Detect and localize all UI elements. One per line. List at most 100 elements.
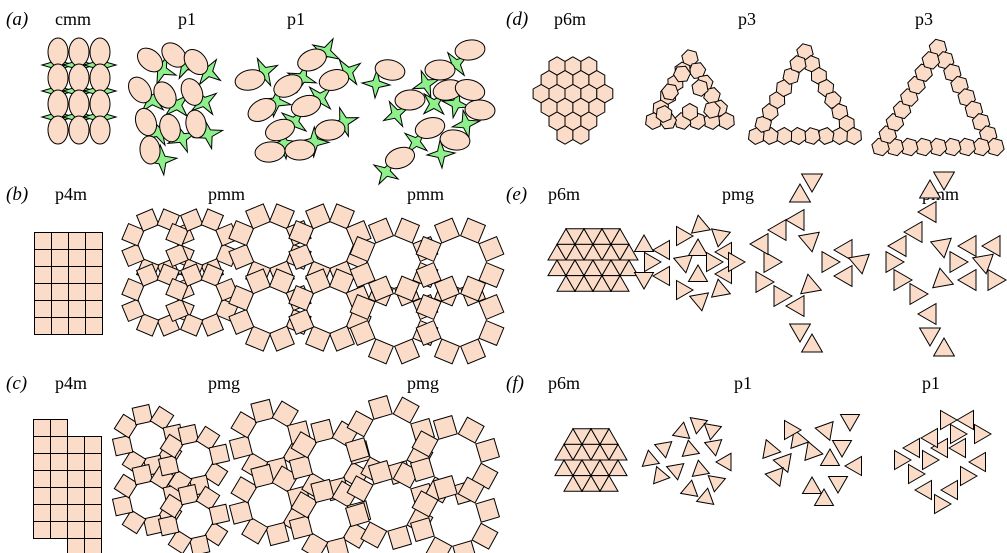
square-tile — [121, 509, 147, 535]
triangle-tile — [599, 474, 619, 492]
triangle-tile — [885, 250, 905, 274]
tiling-b-pmm-second — [228, 203, 372, 352]
square-tile — [34, 283, 52, 301]
square-tile — [113, 413, 139, 439]
triangle-tile — [788, 183, 812, 203]
square-tile — [200, 208, 225, 232]
rounded-tile — [47, 89, 69, 119]
square-tile — [367, 217, 395, 244]
square-tile — [268, 203, 295, 230]
group-label-e-2: pmg — [722, 184, 754, 204]
hexagon-tile — [655, 105, 673, 123]
triangle-tile — [728, 251, 747, 273]
panel-label-c: (c) — [6, 373, 27, 394]
triangle-tile — [713, 241, 732, 263]
square-tile — [33, 470, 51, 488]
square-tile — [271, 400, 299, 428]
square-tile — [34, 232, 52, 250]
triangle-tile — [800, 333, 824, 353]
tiling-d-p3-third — [871, 38, 1005, 157]
group-label-d-3: p3 — [915, 9, 933, 29]
triangle-tile — [833, 264, 853, 288]
square-tile — [149, 405, 175, 431]
square-tile — [51, 232, 69, 250]
triangle-tile — [691, 459, 711, 478]
panel-label-f: (f) — [506, 373, 524, 394]
square-tile — [67, 487, 85, 505]
square-tile — [67, 538, 85, 553]
group-label-b-2: pmm — [208, 184, 245, 204]
rounded-tile — [89, 89, 111, 119]
triangle-tile — [932, 267, 955, 289]
square-tile — [50, 470, 68, 488]
triangle-tile — [610, 274, 630, 292]
square-tile — [165, 222, 189, 247]
square-tile — [84, 436, 102, 454]
rounded-tile — [464, 99, 496, 121]
triangle-tile — [706, 251, 725, 273]
rounded-tile — [185, 109, 207, 139]
square-tile — [33, 521, 51, 539]
triangle-tile — [665, 462, 685, 481]
square-tile — [50, 453, 68, 471]
group-label-a-3: p1 — [287, 9, 305, 29]
group-label-e-1: p6m — [548, 184, 580, 204]
triangle-tile — [772, 452, 792, 474]
triangle-tile — [773, 284, 793, 308]
square-tile — [33, 436, 51, 454]
square-tile — [200, 313, 225, 337]
rounded-tile — [68, 63, 90, 93]
triangle-tile — [932, 337, 956, 357]
rounded-tile — [47, 37, 69, 67]
square-tile — [68, 300, 86, 318]
square-tile — [34, 249, 52, 267]
square-tile — [50, 504, 68, 522]
square-tile — [288, 515, 314, 540]
group-label-a-2: p1 — [178, 9, 196, 29]
triangle-tile — [929, 237, 952, 259]
tiling-b-pmm-first — [121, 208, 239, 337]
triangle-tile — [831, 440, 853, 459]
hexagon-tile — [556, 125, 574, 145]
square-tile — [415, 319, 442, 347]
square-tile — [432, 414, 458, 440]
square-tile — [84, 487, 102, 505]
square-tile — [328, 203, 355, 230]
rounded-tile — [374, 59, 406, 81]
rounded-tile — [68, 89, 90, 119]
triangle-tile — [695, 487, 715, 506]
rounded-tile — [47, 115, 69, 145]
triangle-tile — [950, 423, 969, 445]
triangle-tile — [608, 458, 628, 477]
square-tile — [325, 536, 349, 553]
triangle-tile — [819, 447, 841, 466]
triangle-tile — [710, 228, 732, 248]
square-tile — [157, 454, 180, 477]
square-tile — [415, 293, 442, 321]
square-tile — [288, 308, 315, 335]
hexagon-tile — [672, 65, 692, 83]
square-tile — [84, 470, 102, 488]
square-tile — [288, 243, 315, 270]
triangle-tile — [903, 220, 923, 244]
square-tile — [367, 394, 393, 420]
square-tile — [33, 453, 51, 471]
rounded-tile — [284, 139, 316, 161]
square-tile — [228, 243, 255, 270]
square-tile — [121, 222, 145, 247]
triangle-tile — [971, 253, 994, 275]
square-tile — [67, 521, 85, 539]
tiling-b-p4m — [34, 232, 103, 335]
hexagon-tile — [688, 62, 707, 80]
hexagon-tile — [661, 83, 679, 101]
square-tile — [34, 266, 52, 284]
group-label-d-2: p3 — [738, 9, 756, 29]
square-tile — [228, 285, 255, 312]
square-tile — [459, 275, 487, 302]
triangle-tile — [913, 479, 932, 501]
triangle-tile — [785, 294, 805, 318]
square-tile — [228, 500, 254, 525]
square-tile — [84, 521, 102, 539]
square-tile — [177, 423, 200, 446]
triangle-tile — [919, 427, 938, 449]
